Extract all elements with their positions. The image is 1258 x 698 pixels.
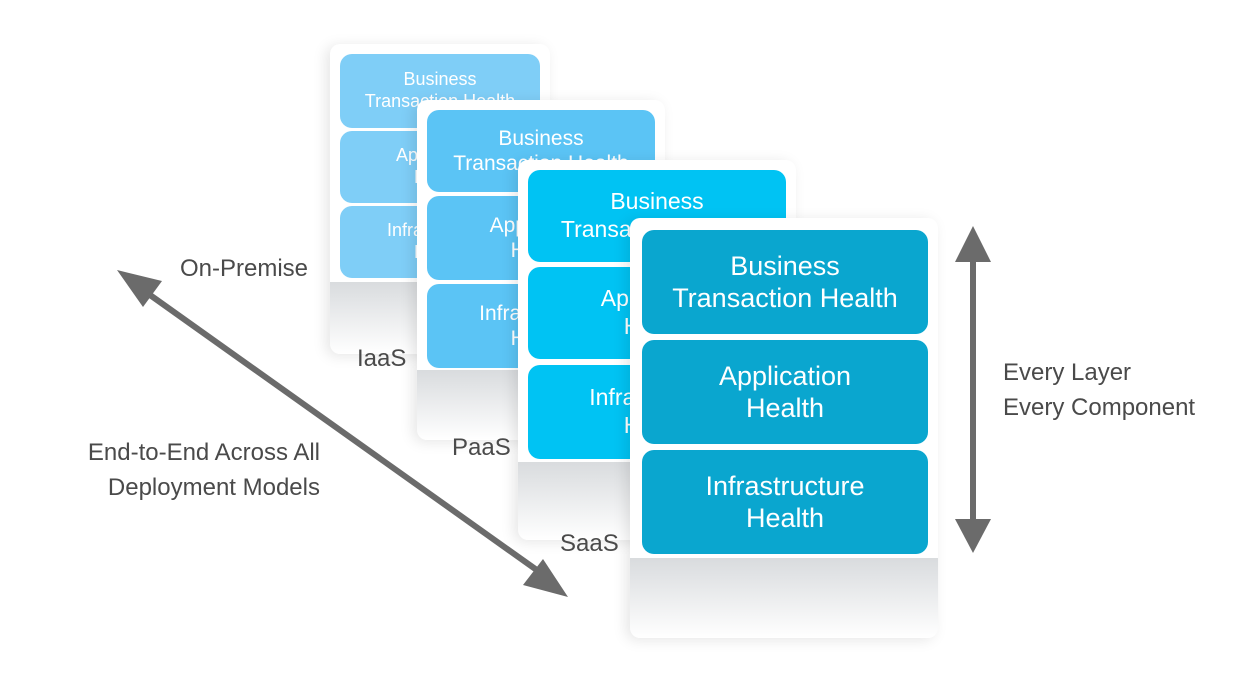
diagonal-double-arrow: [117, 270, 568, 597]
vertical-double-arrow: [955, 226, 991, 553]
diagonal-arrow-shaft: [141, 287, 550, 581]
vertical-arrowhead-top: [955, 226, 991, 262]
label-paas: PaaS: [452, 434, 511, 461]
vertical-arrowhead-bottom: [955, 519, 991, 553]
diagonal-arrowhead-end: [523, 559, 568, 597]
label-iaas: IaaS: [357, 345, 407, 372]
label-every-layer: Every Layer Every Component: [1003, 359, 1196, 421]
infrastructure-health-layer: Infrastructure Health: [642, 450, 928, 554]
application-health-layer: Application Health: [642, 340, 928, 444]
layer-label: Infrastructure Health: [705, 470, 865, 533]
layer-label: Business Transaction Health: [672, 250, 898, 313]
label-end-to-end: End-to-End Across All Deployment Models: [87, 439, 320, 501]
card-reflection: [630, 558, 938, 638]
business-transaction-layer: Business Transaction Health: [642, 230, 928, 334]
diagonal-arrowhead-start: [117, 270, 162, 307]
main-stack-card: Business Transaction Health Application …: [630, 218, 938, 638]
label-on-premise: On-Premise: [180, 255, 309, 282]
layer-label: Application Health: [718, 360, 852, 423]
label-saas: SaaS: [560, 530, 619, 557]
